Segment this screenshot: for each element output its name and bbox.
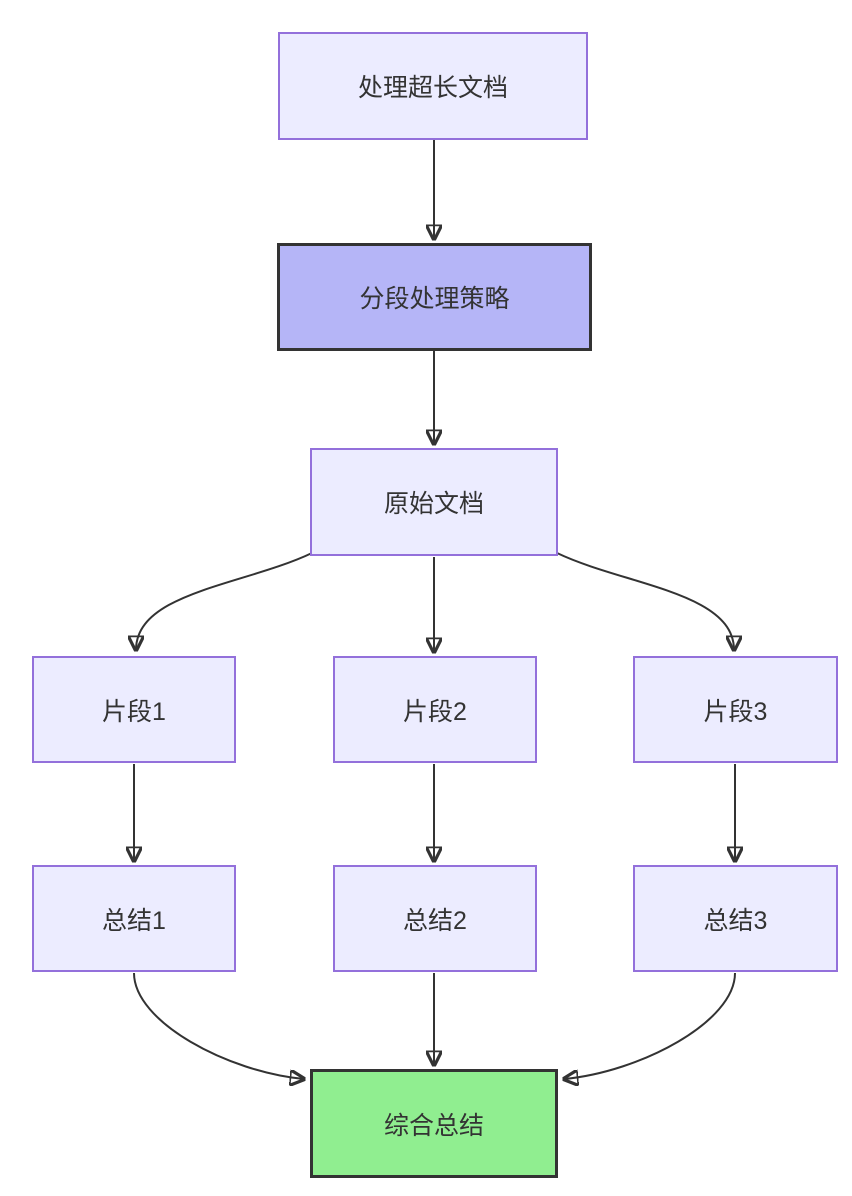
- node-segment-1-label: 片段1: [102, 697, 166, 726]
- node-combined-summary: 综合总结: [310, 1069, 558, 1178]
- node-summary-1-label: 总结1: [102, 906, 166, 935]
- edge-summary3-to-combined: [564, 972, 736, 1079]
- edge-original-to-segment3: [556, 552, 734, 650]
- node-process-long-doc-label: 处理超长文档: [357, 74, 508, 102]
- node-original-doc-label: 原始文档: [383, 490, 484, 518]
- edge-summary1-to-combined: [133, 972, 304, 1079]
- node-summary-1: 总结1: [32, 865, 236, 972]
- node-segment-strategy: 分段处理策略: [277, 243, 592, 351]
- node-segment-3-label: 片段3: [703, 697, 768, 726]
- node-combined-summary-label: 综合总结: [383, 1111, 484, 1140]
- node-process-long-doc: 处理超长文档: [278, 32, 588, 140]
- node-segment-strategy-label: 分段处理策略: [359, 285, 510, 313]
- node-segment-1: 片段1: [32, 656, 236, 763]
- node-segment-2-label: 片段2: [403, 697, 467, 726]
- node-segment-3: 片段3: [633, 656, 838, 763]
- node-summary-3: 总结3: [633, 865, 838, 972]
- node-summary-3-label: 总结3: [703, 906, 768, 935]
- node-summary-2-label: 总结2: [403, 906, 467, 935]
- node-segment-2: 片段2: [333, 656, 537, 763]
- node-summary-2: 总结2: [333, 865, 537, 972]
- edge-original-to-segment1: [136, 552, 313, 650]
- node-original-doc: 原始文档: [310, 448, 558, 556]
